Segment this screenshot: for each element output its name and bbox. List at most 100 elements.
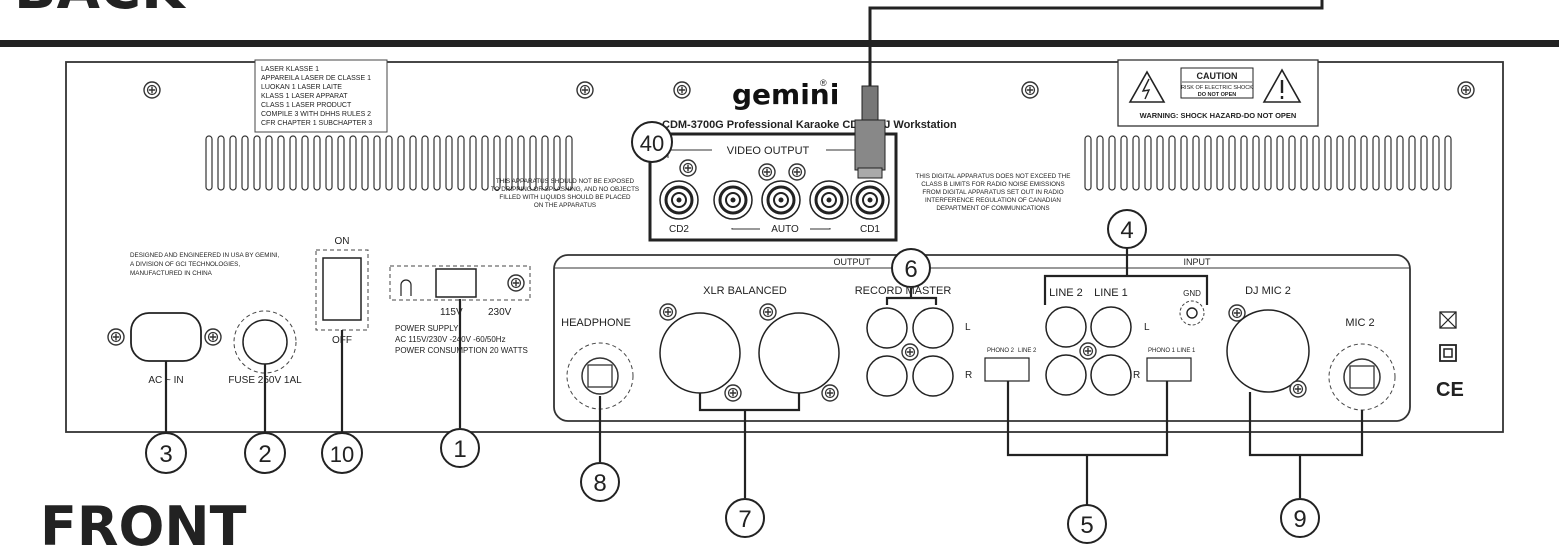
vent-slot <box>349 135 357 191</box>
line2-jack-l[interactable] <box>1045 306 1087 348</box>
line1-jack-r[interactable] <box>1090 354 1132 396</box>
vent-slot <box>1264 135 1272 191</box>
mic2-jack[interactable] <box>1343 358 1381 396</box>
power-supply-line: AC 115V/230V -240V -60/50Hz <box>395 335 506 344</box>
vent-slot <box>1192 135 1200 191</box>
vent-slot <box>241 135 249 191</box>
vent-slot <box>493 135 501 191</box>
phono1-label: PHONO 1 <box>1148 348 1176 354</box>
callout-4: 4 <box>1107 209 1147 249</box>
double-insulation-icon <box>1439 344 1457 362</box>
screw-icon <box>204 328 222 346</box>
power-supply-info: POWER SUPPLY AC 115V/230V -240V -60/50Hz… <box>395 324 528 355</box>
voltage-selector[interactable]: 115V 230V <box>389 265 531 318</box>
screw-icon <box>758 163 776 181</box>
exposure-note-line: FILLED WITH LIQUIDS SHOULD BE PLACED <box>499 194 631 201</box>
caution-title: CAUTION <box>1197 71 1238 81</box>
line1-label: LINE 1 <box>1094 287 1128 299</box>
digital-note-line: FROM DIGITAL APPARATUS SET OUT IN RADIO <box>922 189 1063 196</box>
headphone-jack[interactable] <box>581 357 619 395</box>
vent-slot <box>1240 135 1248 191</box>
model-line: CDM-3700G Professional Karaoke CD+G DJ W… <box>662 119 957 131</box>
callout-number: 1 <box>453 436 466 463</box>
ce-mark: CE <box>1436 379 1464 401</box>
laser-line: COMPILE 3 WITH DHHS RULES 2 <box>261 111 371 118</box>
line1-jack-l[interactable] <box>1090 306 1132 348</box>
vent-slots-right <box>1084 135 1452 191</box>
laser-label: LASER KLASSE 1 APPAREILA LASER DE CLASSE… <box>254 59 388 133</box>
rca-jack-cd2[interactable] <box>658 179 700 221</box>
callout-number: 40 <box>640 131 664 156</box>
vent-slot <box>1288 135 1296 191</box>
callout-number: 10 <box>330 442 354 467</box>
power-supply-line: POWER SUPPLY <box>395 324 459 333</box>
vent-slot <box>217 135 225 191</box>
vent-slot <box>1312 135 1320 191</box>
line2-jack-r[interactable] <box>1045 354 1087 396</box>
vent-slot <box>1120 135 1128 191</box>
record-jack-l[interactable] <box>866 307 908 349</box>
video-output-title: VIDEO OUTPUT <box>727 145 810 157</box>
record-master-r: R <box>965 370 972 381</box>
screw-icon <box>1289 380 1307 398</box>
line2-label: LINE 2 <box>1049 287 1083 299</box>
vent-slot <box>1216 135 1224 191</box>
lightning-warning-icon <box>1128 70 1166 103</box>
vent-slot <box>553 135 561 191</box>
callout-leaders <box>164 248 1364 505</box>
vent-slot <box>397 135 405 191</box>
vent-slot <box>1276 135 1284 191</box>
power-switch[interactable]: ON OFF <box>315 236 369 346</box>
video-cable <box>854 0 1324 179</box>
laser-line: APPAREILA LASER DE CLASSE 1 <box>261 75 371 82</box>
screw-icon <box>673 81 691 99</box>
weee-icon <box>1439 311 1457 329</box>
xlr-output-left[interactable] <box>659 312 741 394</box>
vent-slot <box>409 135 417 191</box>
digital-note-line: INTERFERENCE REGULATION OF CANADIAN <box>925 197 1061 204</box>
voltage-230-label: 230V <box>488 307 512 318</box>
output-section-label: OUTPUT <box>834 257 872 267</box>
phono-line2-switch[interactable] <box>984 357 1030 382</box>
record-jack-r[interactable] <box>866 355 908 397</box>
callout-number: 3 <box>159 441 172 468</box>
callout-3: 3 <box>145 432 187 474</box>
callout-8: 8 <box>580 462 620 502</box>
vent-slot <box>541 135 549 191</box>
rca-jack-auto-2[interactable] <box>760 179 802 221</box>
master-jack-r[interactable] <box>912 355 954 397</box>
vent-slot <box>229 135 237 191</box>
callout-number: 5 <box>1080 512 1093 539</box>
vent-slot <box>565 135 573 191</box>
vent-slot <box>1252 135 1260 191</box>
callout-9: 9 <box>1280 498 1320 538</box>
rca-jack-auto-3[interactable] <box>808 179 850 221</box>
dj-mic2-input[interactable] <box>1226 309 1310 393</box>
digital-note-line: DEPARTMENT OF COMMUNICATIONS <box>936 205 1049 212</box>
digital-note: THIS DIGITAL APPARATUS DOES NOT EXCEED T… <box>916 173 1071 212</box>
caution-line: DO NOT OPEN <box>1198 92 1237 98</box>
vent-slot <box>1144 135 1152 191</box>
vent-slot <box>1168 135 1176 191</box>
xlr-output-right[interactable] <box>758 312 840 394</box>
power-supply-line: POWER CONSUMPTION 20 WATTS <box>395 346 528 355</box>
digital-note-line: CLASS B LIMITS FOR RADIO NOISE EMISSIONS <box>921 181 1064 188</box>
rca-jack-cd1[interactable] <box>849 179 891 221</box>
phono-line1-switch[interactable] <box>1146 357 1192 382</box>
master-jack-l[interactable] <box>912 307 954 349</box>
back-heading: BACK <box>14 0 187 22</box>
vent-slot <box>265 135 273 191</box>
callout-number: 2 <box>258 441 271 468</box>
screw-icon <box>724 384 742 402</box>
callout-2: 2 <box>244 432 286 474</box>
mic2-label: MIC 2 <box>1345 317 1374 329</box>
screw-icon <box>901 343 919 361</box>
registered-mark: ® <box>820 78 827 88</box>
screw-icon <box>1079 342 1097 360</box>
vent-slot <box>529 135 537 191</box>
ground-terminal[interactable] <box>1186 307 1198 319</box>
vent-slot <box>445 135 453 191</box>
rca-jack-auto-1[interactable] <box>712 179 754 221</box>
vent-slot <box>301 135 309 191</box>
caution-warning: WARNING: SHOCK HAZARD-DO NOT OPEN <box>1140 111 1297 120</box>
